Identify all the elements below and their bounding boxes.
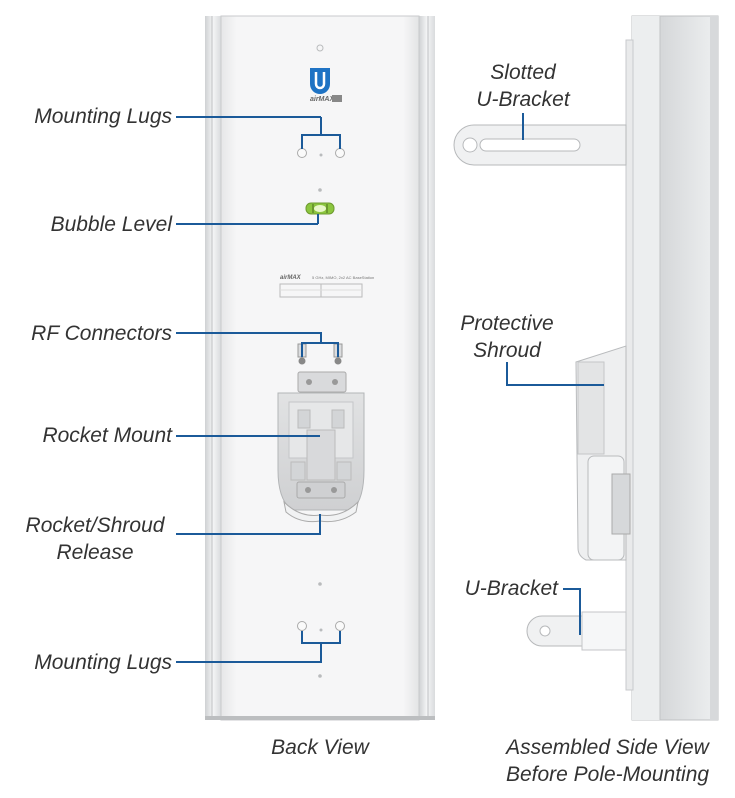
caption-back-view: Back View xyxy=(271,736,369,759)
sticker-brand-text: airMAX xyxy=(280,275,302,281)
caption-side-view-line2: Before Pole-Mounting xyxy=(505,763,710,786)
airmax-brand-text: airMAX xyxy=(310,96,335,103)
label-u-bracket: U-Bracket xyxy=(464,577,558,600)
leader-lines xyxy=(176,113,604,663)
bubble-level xyxy=(305,202,335,215)
leader-u-bracket xyxy=(563,588,581,635)
label-mounting-lugs-top: Mounting Lugs xyxy=(34,105,172,128)
label-bubble-level: Bubble Level xyxy=(50,213,172,236)
rocket-mount xyxy=(277,371,365,523)
sticker-title-text: 5 GHz, MIMO, 2x2 AC BaseStation xyxy=(312,275,374,280)
label-protective-shroud-line1: Protective xyxy=(460,312,554,335)
protective-shroud xyxy=(575,345,631,561)
leader-rocket-shroud-release xyxy=(176,514,321,535)
label-mounting-lugs-bottom: Mounting Lugs xyxy=(34,651,172,674)
product-sticker: airMAX 5 GHz, MIMO, 2x2 AC BaseStation xyxy=(279,275,374,298)
caption-side-view-line1: Assembled Side View xyxy=(506,736,709,759)
mounting-lug-bottom-right xyxy=(335,621,345,631)
label-protective-shroud-line2: Shroud xyxy=(473,339,541,362)
label-slotted-u-bracket-line1: Slotted xyxy=(490,61,556,84)
mounting-lug-top-right xyxy=(335,148,345,158)
label-rf-connectors: RF Connectors xyxy=(31,322,172,345)
mounting-lug-bottom-left xyxy=(297,621,307,631)
leader-rf-connectors xyxy=(176,332,322,343)
side-view-antenna xyxy=(453,15,719,721)
leader-rf-connectors-branch xyxy=(301,342,339,357)
slotted-u-bracket xyxy=(453,124,627,166)
leader-protective-shroud xyxy=(506,362,604,386)
ubiquiti-logo-icon xyxy=(310,68,330,94)
u-bracket xyxy=(526,611,627,651)
label-rocket-shroud-release-line1: Rocket/Shroud xyxy=(25,514,165,537)
label-rocket-shroud-release-line2: Release xyxy=(56,541,134,564)
leader-mounting-lugs-bottom xyxy=(176,643,322,663)
label-rocket-mount: Rocket Mount xyxy=(42,424,172,447)
label-slotted-u-bracket-line2: U-Bracket xyxy=(476,88,570,111)
mounting-lug-top-left xyxy=(297,148,307,158)
leader-mounting-lugs-bottom-branch xyxy=(301,631,341,644)
